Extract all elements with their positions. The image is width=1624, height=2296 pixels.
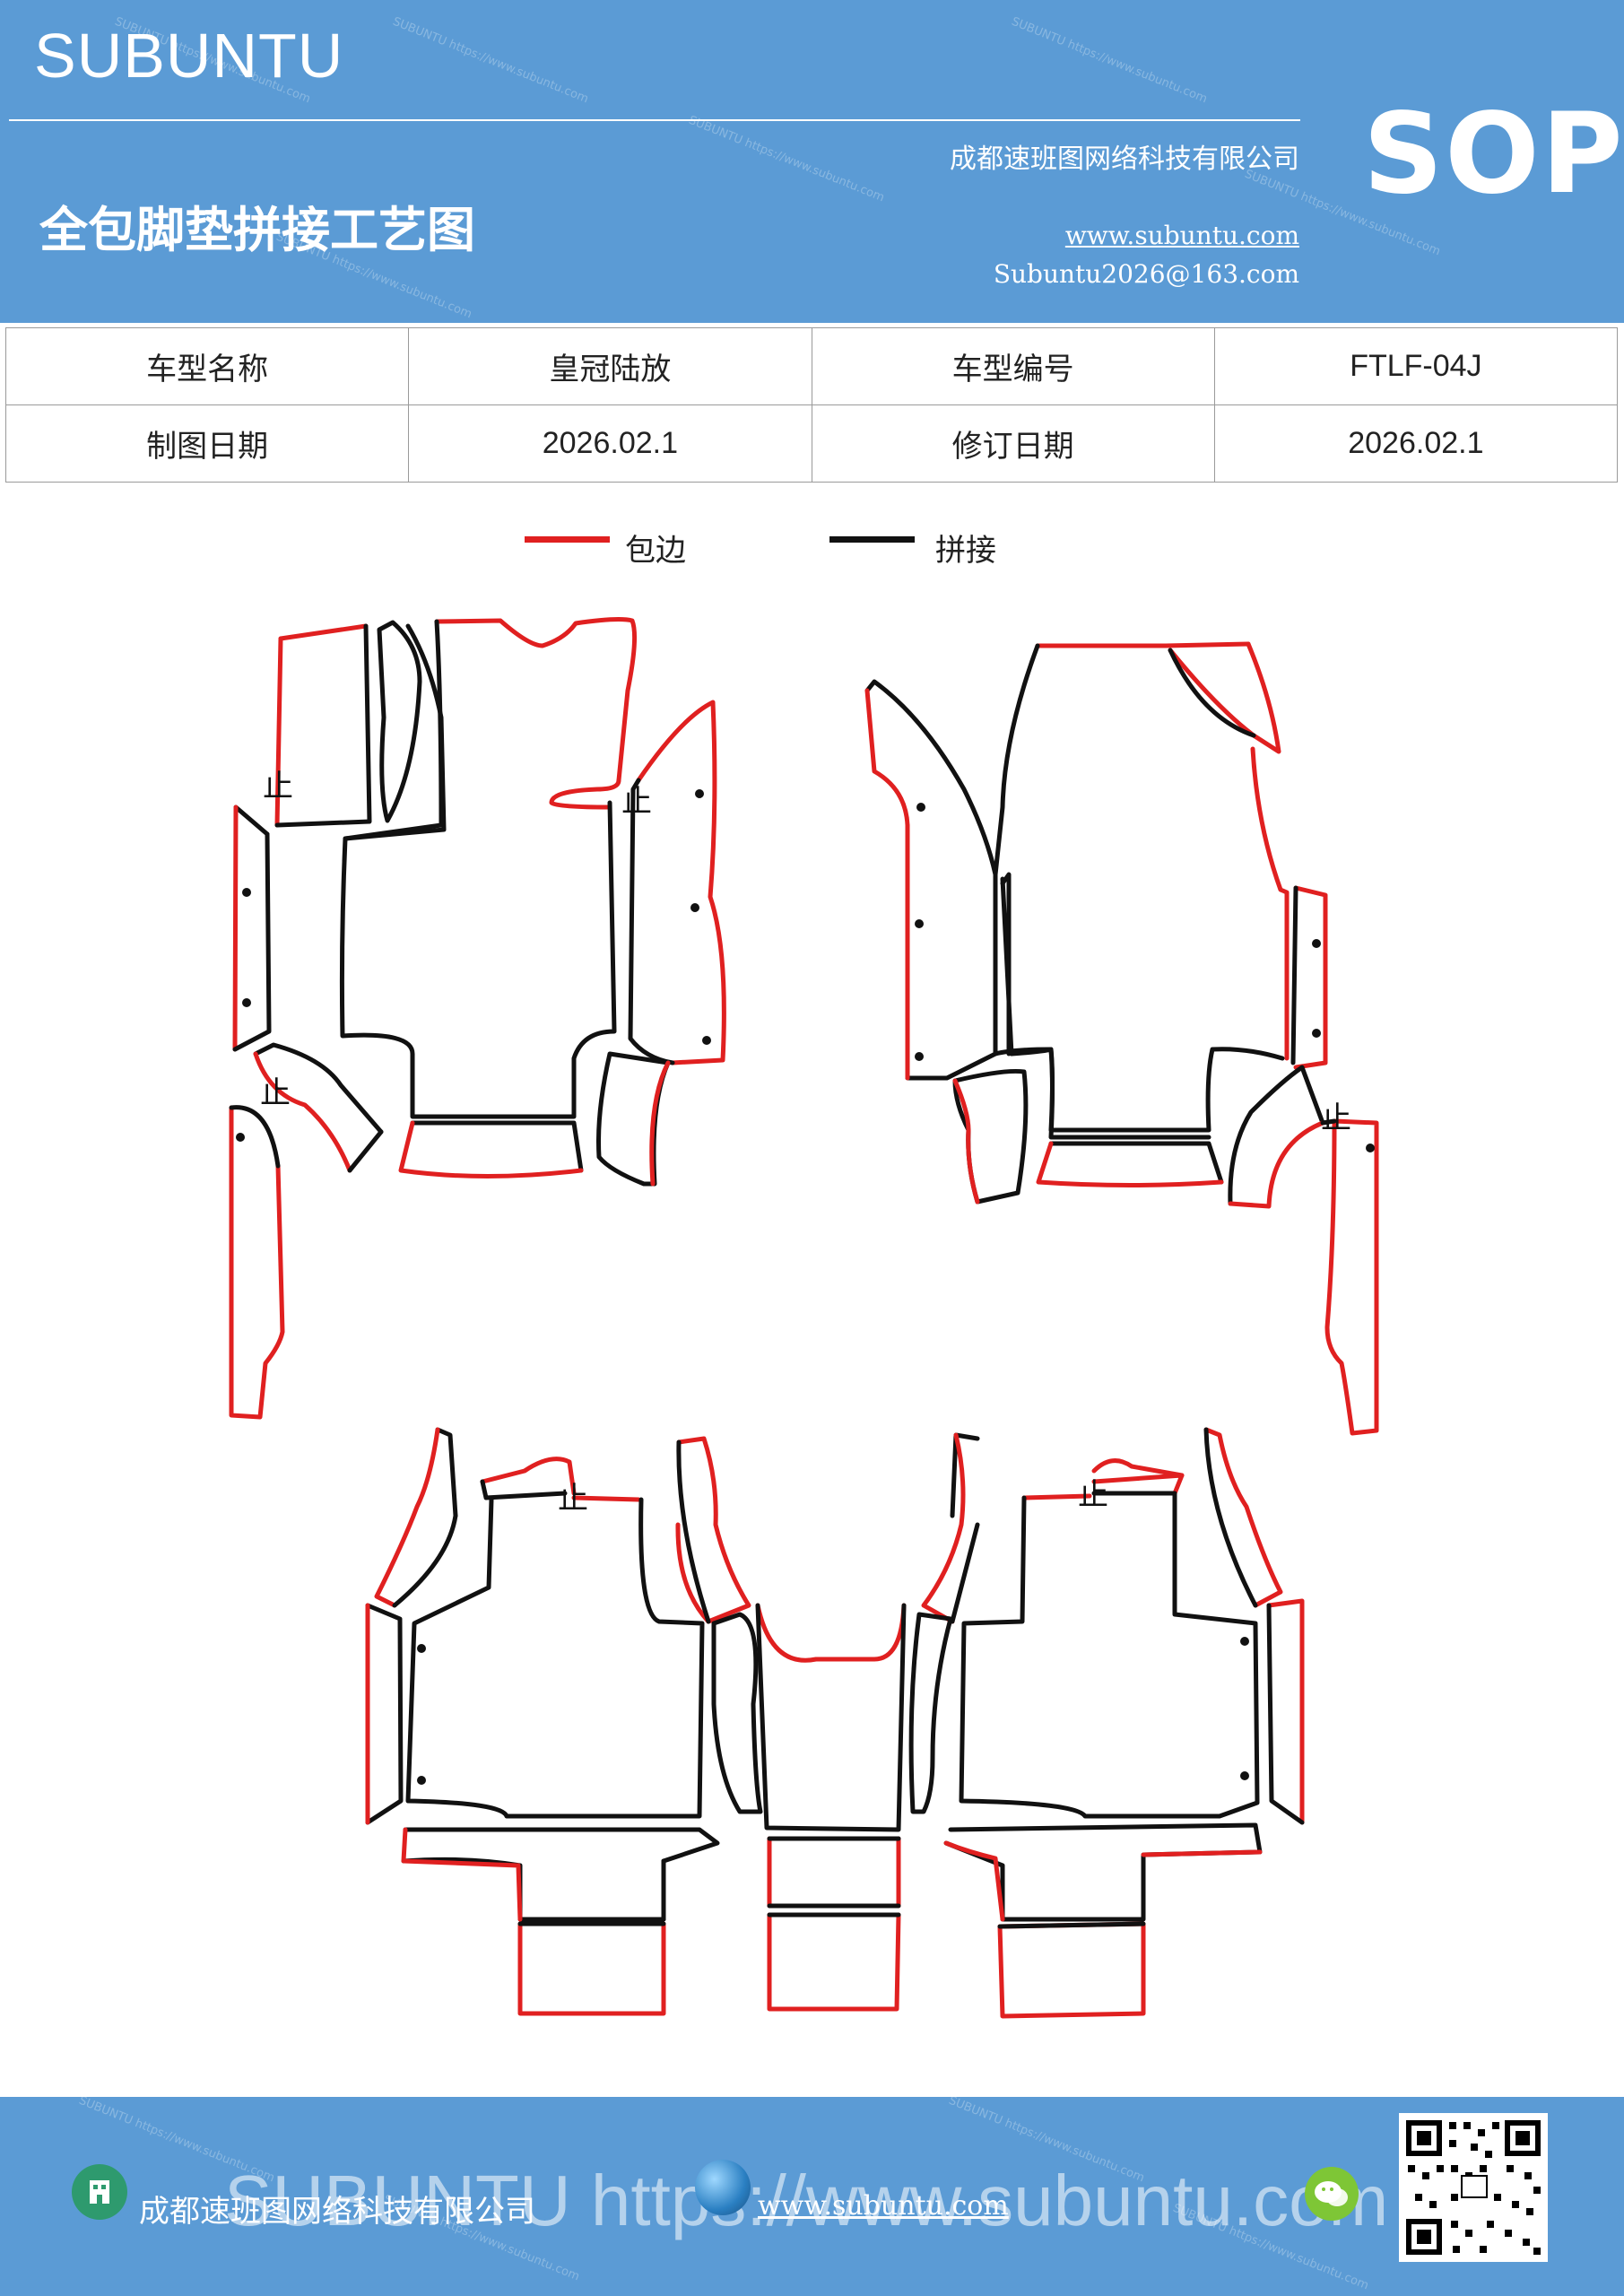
rear-center-mats (755, 1603, 907, 2012)
table-row: 制图日期 2026.02.1 修订日期 2026.02.1 (4, 404, 1619, 483)
label-model-code: 车型编号 (811, 327, 1215, 405)
legend-joint-swatch (829, 536, 915, 543)
value-model-name: 皇冠陆放 (408, 327, 812, 405)
front-left-mats (229, 617, 726, 1420)
legend-edge-swatch (525, 536, 610, 543)
footer-banner: SUBUNTU https://www.subuntu.com SUBUNTU … (0, 2097, 1624, 2296)
brand-name: SUBUNTU (34, 21, 344, 91)
legend-joint-label: 拼接 (935, 533, 996, 569)
wechat-icon[interactable] (1305, 2167, 1359, 2221)
rear-right-mats (908, 1427, 1305, 2019)
header-divider (9, 119, 1300, 121)
front-right-mats (864, 641, 1379, 1436)
stop-mark: 止 (260, 1075, 291, 1111)
stop-mark: 止 (621, 784, 652, 820)
label-revise-date: 修订日期 (811, 404, 1215, 483)
header-banner: SUBUNTU https://www.subuntu.com SUBUNTU … (0, 0, 1624, 323)
document-title: 全包脚垫拼接工艺图 (39, 201, 475, 258)
label-draw-date: 制图日期 (4, 404, 410, 483)
value-draw-date: 2026.02.1 (408, 404, 812, 483)
footer-watermark: SUBUNTU https://www.subuntu.com (224, 2161, 1389, 2240)
fixing-holes (236, 789, 1375, 1785)
table-row: 车型名称 皇冠陆放 车型编号 FTLF-04J (4, 327, 1619, 405)
legend: 包边 拼接 (0, 520, 1624, 574)
website-link[interactable]: www.subuntu.com (1064, 221, 1299, 250)
legend-edge-label: 包边 (625, 533, 686, 569)
qr-code[interactable] (1399, 2113, 1548, 2262)
value-model-code: FTLF-04J (1213, 327, 1619, 405)
company-name: 成都速班图网络科技有限公司 (950, 144, 1299, 175)
stop-mark: 止 (1321, 1100, 1351, 1136)
sop-badge: SOP (1363, 90, 1624, 219)
footer-company: 成都速班图网络科技有限公司 (139, 2194, 535, 2230)
stop-mark: 止 (558, 1481, 588, 1517)
building-icon (72, 2164, 127, 2220)
stop-mark: 止 (1078, 1477, 1108, 1513)
label-model-name: 车型名称 (4, 327, 410, 405)
rear-left-mats (365, 1427, 763, 2016)
globe-icon (695, 2160, 751, 2215)
footer-website-link[interactable]: www.subuntu.com (758, 2190, 1009, 2222)
value-revise-date: 2026.02.1 (1213, 404, 1619, 483)
info-table: 车型名称 皇冠陆放 车型编号 FTLF-04J 制图日期 2026.02.1 修… (4, 327, 1619, 483)
stop-mark: 止 (263, 769, 293, 804)
contact-email[interactable]: Subuntu2026@163.com (993, 259, 1299, 289)
